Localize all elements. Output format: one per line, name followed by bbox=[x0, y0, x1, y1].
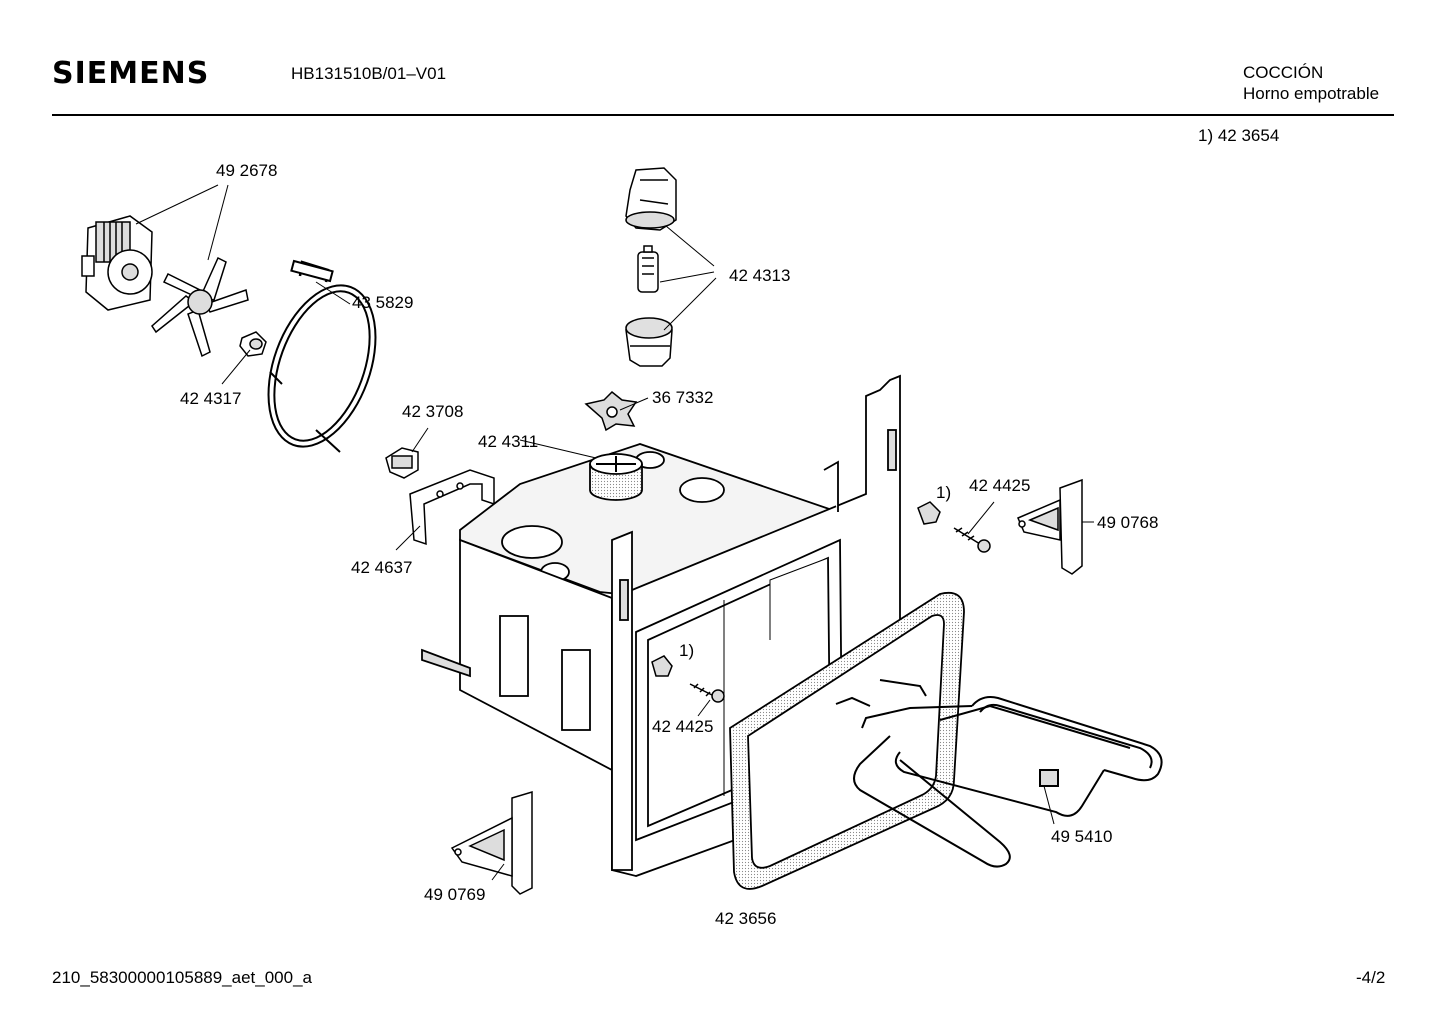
nut-424317 bbox=[239, 331, 267, 357]
side-bracket-490769 bbox=[450, 790, 533, 895]
lamp-cover bbox=[625, 317, 673, 367]
label-492678: 49 2678 bbox=[216, 161, 277, 180]
leader-lines bbox=[135, 184, 1094, 881]
fan-mount-bracket bbox=[584, 390, 638, 432]
thermostat-sensor bbox=[385, 447, 419, 479]
door-gasket bbox=[729, 591, 965, 890]
label-ref1-upper: 1) bbox=[936, 483, 951, 502]
label-490768: 49 0768 bbox=[1097, 513, 1158, 532]
category-title: COCCIÓN bbox=[1243, 63, 1324, 82]
model-number: HB131510B/01–V01 bbox=[291, 64, 447, 83]
grill-heating-element bbox=[835, 679, 1163, 868]
side-bracket-490768 bbox=[1017, 478, 1083, 575]
category-subtitle: Horno empotrable bbox=[1243, 84, 1380, 103]
fan-motor bbox=[81, 215, 153, 311]
label-424311: 42 4311 bbox=[478, 432, 538, 451]
label-424425-lower: 42 4425 bbox=[652, 717, 713, 736]
lamp-glass-lower bbox=[651, 655, 673, 677]
brand-logo: SIEMENS bbox=[52, 56, 210, 91]
label-435829: 43 5829 bbox=[352, 293, 413, 312]
label-495410: 49 5410 bbox=[1051, 827, 1112, 846]
label-424313: 42 4313 bbox=[729, 266, 790, 285]
circular-heating-element bbox=[267, 259, 377, 453]
label-424425-upper: 42 4425 bbox=[969, 476, 1030, 495]
page-number: -4/2 bbox=[1356, 968, 1386, 987]
label-ref1-lower: 1) bbox=[679, 641, 694, 660]
lamp-holder bbox=[625, 167, 677, 231]
footnote-reference: 1) 42 3654 bbox=[1198, 126, 1280, 145]
fan-blade bbox=[151, 256, 249, 358]
screw-upper bbox=[953, 527, 991, 553]
lamp-bulb bbox=[637, 245, 659, 293]
label-423656: 42 3656 bbox=[715, 909, 776, 928]
label-424317: 42 4317 bbox=[180, 389, 241, 408]
label-490769: 49 0769 bbox=[424, 885, 485, 904]
lamp-glass-upper bbox=[917, 501, 941, 525]
header-divider bbox=[52, 114, 1394, 116]
label-424637: 42 4637 bbox=[351, 558, 412, 577]
document-code: 210_58300000105889_aet_000_a bbox=[52, 968, 312, 987]
mounting-bracket-424637 bbox=[409, 469, 495, 546]
fan-guard-ring bbox=[589, 453, 643, 501]
label-423708: 42 3708 bbox=[402, 402, 463, 421]
label-367332: 36 7332 bbox=[652, 388, 713, 407]
screw-lower bbox=[689, 683, 725, 703]
